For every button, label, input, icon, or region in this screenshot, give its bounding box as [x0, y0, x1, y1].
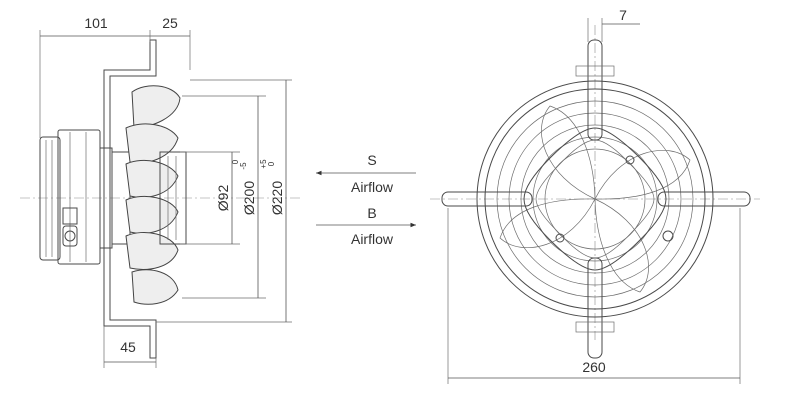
dim-blade: Ø200 [241, 181, 257, 215]
guard-grille [476, 80, 714, 318]
dim-slot: 7 [619, 7, 627, 23]
mounting-tabs [441, 39, 751, 359]
airflow-b-label: B [367, 205, 376, 221]
airflow-legend: S Airflow B Airflow [316, 152, 416, 247]
dim-outer-tol-lower: 0 [267, 161, 276, 166]
airflow-b-text: Airflow [351, 231, 394, 247]
dim-outer: Ø220 [269, 181, 285, 215]
dim-hub: Ø92 [215, 185, 231, 212]
dim-grille-offset: 25 [162, 15, 178, 31]
fan-blades-side [125, 85, 187, 305]
dim-outer-tol-upper: +5 [259, 159, 268, 169]
airflow-s-label: S [367, 152, 376, 168]
front-view: 7 260 [430, 7, 760, 384]
dim-mount: 45 [120, 339, 136, 355]
dim-blade-tol-lower: -5 [239, 162, 248, 170]
airflow-s-text: Airflow [351, 179, 394, 195]
motor-housing [39, 129, 131, 265]
dim-depth: 101 [84, 15, 108, 31]
side-view: 101 25 45 Ø92 Ø200 0 -5 Ø220 +5 0 [20, 15, 300, 368]
dim-width: 260 [582, 359, 606, 375]
dim-blade-tol-upper: 0 [231, 159, 240, 164]
